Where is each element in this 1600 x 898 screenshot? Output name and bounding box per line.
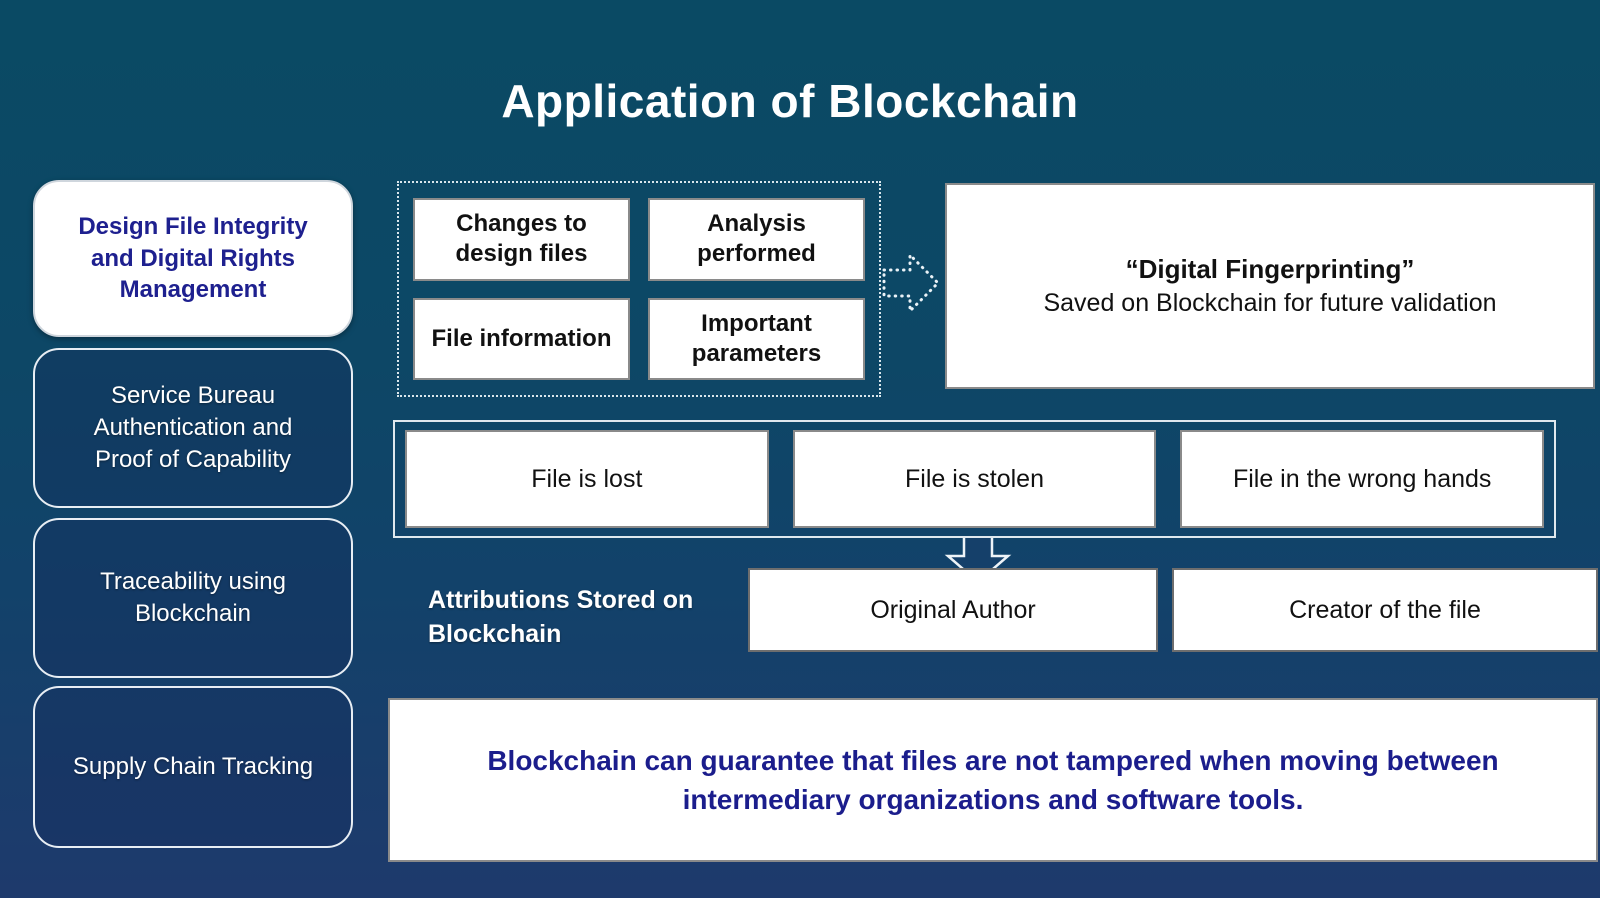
scenario-box-wrong-hands: File in the wrong hands [1180, 430, 1545, 528]
fingerprint-input-box: Analysis performed [648, 198, 865, 281]
fingerprint-input-box: Important parameters [648, 297, 865, 380]
sidebar-item-design-file-integrity: Design File Integrity and Digital Rights… [33, 180, 353, 337]
sidebar-item-supply-chain-tracking: Supply Chain Tracking [33, 686, 353, 848]
scenario-label: File is lost [531, 464, 643, 493]
fingerprint-input-label: Analysis performed [697, 210, 816, 268]
sidebar-item-service-bureau-authentication: Service Bureau Authentication and Proof … [33, 348, 353, 508]
attribution-box-creator: Creator of the file [1172, 568, 1598, 652]
fingerprint-input-label: Important parameters [691, 309, 822, 367]
sidebar-item-label: Design File Integrity and Digital Rights… [78, 212, 308, 304]
dotted-arrow-right-icon [882, 253, 940, 313]
risk-scenarios-group: File is lost File is stolen File in the … [393, 420, 1556, 538]
scenario-label: File in the wrong hands [1232, 464, 1492, 493]
digital-fingerprinting-subtitle: Saved on Blockchain for future validatio… [1043, 289, 1497, 317]
page-title: Application of Blockchain [501, 75, 1079, 127]
digital-fingerprinting-box: “Digital Fingerprinting” Saved on Blockc… [945, 183, 1595, 389]
scenario-box-file-stolen: File is stolen [792, 430, 1157, 528]
digital-fingerprinting-title: “Digital Fingerprinting” [1125, 254, 1415, 284]
scenario-label: File is stolen [905, 464, 1044, 493]
fingerprint-input-box: Changes to design files [413, 198, 630, 281]
attributions-label: Attributions Stored on Blockchain [428, 586, 694, 648]
sidebar-item-label: Traceability using Blockchain [100, 568, 286, 627]
attribution-box-original-author: Original Author [748, 568, 1158, 652]
fingerprint-input-label: File information [431, 324, 612, 352]
sidebar-item-label: Service Bureau Authentication and Proof … [93, 382, 293, 473]
attribution-label: Creator of the file [1289, 595, 1481, 624]
footer-note-box: Blockchain can guarantee that files are … [388, 698, 1598, 862]
sidebar-item-label: Supply Chain Tracking [72, 753, 314, 781]
sidebar-item-traceability: Traceability using Blockchain [33, 518, 353, 678]
fingerprint-inputs-group: Changes to design files Analysis perform… [397, 181, 881, 397]
fingerprint-input-box: File information [413, 297, 630, 380]
footer-note-text: Blockchain can guarantee that files are … [487, 744, 1499, 815]
scenario-box-file-lost: File is lost [405, 430, 769, 528]
fingerprint-input-label: Changes to design files [455, 210, 588, 268]
attribution-label: Original Author [870, 595, 1036, 624]
